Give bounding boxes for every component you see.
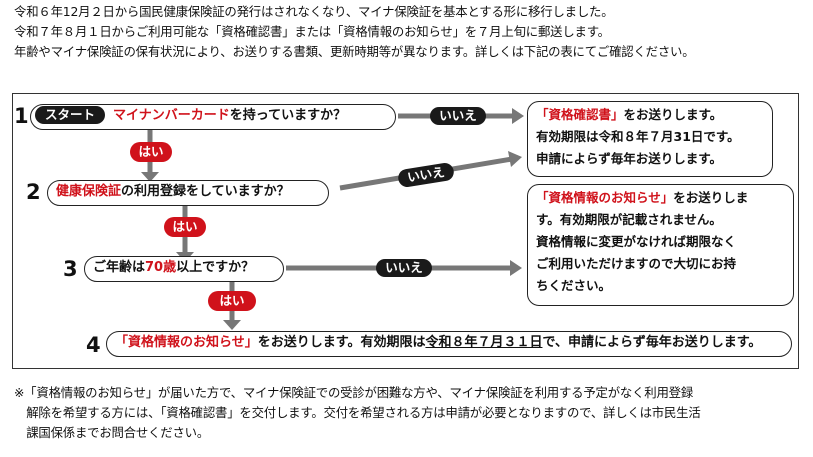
- answer-2-line-1: をお送りしま: [673, 190, 749, 205]
- question-2-text: の利用登録をしていますか？: [121, 184, 290, 199]
- answer-2-line-4: ご利用いただけますので大切にお持: [536, 256, 737, 271]
- arrowhead-no-1: [512, 108, 524, 124]
- question-2: 健康保険証の利用登録をしていますか？: [47, 180, 329, 206]
- question-1-highlight: マイナンバーカード: [113, 108, 230, 123]
- note-line-1: ※「資格情報のお知らせ」が届いた方で、マイナ保険証での受診が困難な方や、マイナ保…: [14, 385, 694, 400]
- answer-2-line-3: 資格情報に変更がなければ期限なく: [536, 234, 737, 249]
- intro-line-3: 年齢やマイナ保険証の保有状況により、お送りする書類、更新時期等が異なります。詳し…: [14, 44, 695, 59]
- start-label: スタート: [35, 106, 106, 124]
- arrowhead-yes-1: [141, 172, 159, 182]
- intro-line-2: 令和７年８月１日からご利用可能な「資格確認書」または「資格情報のお知らせ」を７月…: [14, 24, 610, 39]
- answer-box-2: 「資格情報のお知らせ」をお送りしま す。有効期限が記載されません。 資格情報に変…: [527, 184, 794, 306]
- step-number-3: 3: [63, 257, 78, 281]
- question-3-text: 以上ですか？: [176, 260, 255, 275]
- step-number-1: 1: [14, 104, 29, 128]
- arrowhead-no-2: [508, 151, 522, 167]
- question-1-text: を持っていますか？: [229, 108, 347, 123]
- answer-2-line-2: す。有効期限が記載されません。: [536, 212, 722, 227]
- yes-badge-1: はい: [130, 142, 172, 162]
- answer-2-line-5: ちください。: [536, 278, 612, 293]
- arrowhead-yes-3: [223, 320, 241, 330]
- question-2-highlight: 健康保険証: [56, 184, 122, 199]
- result-4-highlight: 「資格情報のお知らせ」: [115, 335, 258, 350]
- result-4-expiry: 令和８年７月３１日: [425, 335, 543, 350]
- note-line-3: 課国保係までお問合せください。: [14, 425, 210, 440]
- question-3: ご年齢は70歳以上ですか？: [84, 256, 284, 282]
- answer-1-highlight: 「資格確認書」: [536, 107, 624, 122]
- result-4-text-b: で、申請によらず毎年お送りします。: [542, 335, 762, 350]
- answer-1-line-3: 申請によらず毎年お送りします。: [536, 151, 723, 166]
- result-4-text-a: をお送りします。有効期限は: [257, 335, 426, 350]
- step-number-4: 4: [86, 333, 101, 357]
- arrowhead-no-3: [510, 260, 522, 276]
- question-1: スタートマイナンバーカードを持っていますか？: [30, 104, 396, 130]
- no-badge-1: いいえ: [430, 107, 486, 125]
- note-line-2: 解除を希望する方には、「資格確認書」を交付します。交付を希望される方は申請が必要…: [14, 405, 701, 420]
- result-4: 「資格情報のお知らせ」をお送りします。有効期限は令和８年７月３１日で、申請によら…: [106, 331, 792, 357]
- answer-box-1: 「資格確認書」をお送りします。 有効期限は令和８年７月31日です。 申請によらず…: [527, 101, 773, 177]
- intro-line-1: 令和６年12月２日から国民健康保険証の発行はされなくなり、マイナ保険証を基本とす…: [14, 4, 614, 19]
- yes-badge-2: はい: [164, 217, 206, 237]
- step-number-2: 2: [26, 180, 41, 204]
- no-badge-3: いいえ: [376, 259, 432, 277]
- answer-1-line-1: をお送りします。: [623, 107, 723, 122]
- question-3-highlight: 70歳: [145, 260, 177, 275]
- answer-1-line-2: 有効期限は令和８年７月31日です。: [536, 129, 740, 144]
- yes-badge-3: はい: [208, 291, 256, 311]
- flowchart-frame: [12, 93, 799, 369]
- answer-2-highlight: 「資格情報のお知らせ」: [536, 190, 674, 205]
- question-3-pre: ご年齢は: [93, 260, 146, 275]
